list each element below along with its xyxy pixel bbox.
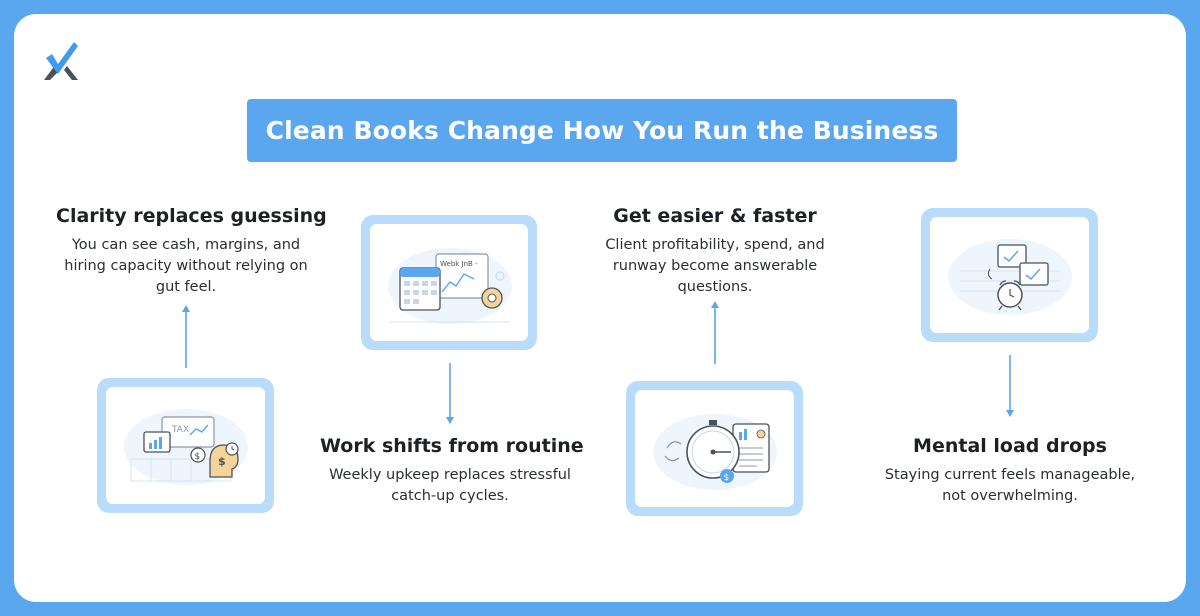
- benefit-heading: Mental load drops: [913, 435, 1107, 457]
- svg-text:$: $: [195, 452, 201, 462]
- arrow-up-icon: [179, 304, 193, 368]
- benefit-easier-faster: Get easier & faster Client profitability…: [585, 205, 845, 298]
- svg-text:$: $: [218, 455, 226, 468]
- benefit-description: Client profitability, spend, and runway …: [605, 237, 825, 295]
- illustration-stopwatch-report: $: [626, 381, 803, 516]
- arrow-down-icon: [443, 363, 457, 425]
- benefit-description: Staying current feels manageable, not ov…: [884, 467, 1136, 504]
- illustration-tax-report: TAX $ $: [97, 378, 274, 513]
- benefit-mental-load: Mental load drops Staying current feels …: [880, 435, 1140, 507]
- benefit-heading: Clarity replaces guessing: [56, 205, 327, 227]
- illustration-calendar-chart: Webk JnB -: [361, 215, 537, 350]
- benefit-description: Weekly upkeep replaces stressful catch-u…: [329, 467, 571, 504]
- benefit-heading: Get easier & faster: [613, 205, 817, 227]
- alarm-checklist-icon: [948, 239, 1072, 315]
- brand-logo-icon: [42, 40, 78, 84]
- page-title: Clean Books Change How You Run the Busin…: [247, 99, 957, 162]
- illustration-alarm-checklist: [921, 208, 1098, 342]
- svg-text:$: $: [724, 473, 730, 483]
- benefit-heading: Work shifts from routine: [320, 435, 584, 457]
- stopwatch-report-icon: $: [653, 414, 777, 490]
- tax-label: TAX: [171, 425, 189, 435]
- benefit-description: You can see cash, margins, and hiring ca…: [64, 237, 308, 295]
- calendar-chart-icon: Webk JnB -: [388, 248, 512, 324]
- arrow-up-icon: [708, 300, 722, 364]
- web-label: Webk JnB -: [440, 260, 478, 268]
- tax-report-icon: TAX $ $: [124, 409, 248, 485]
- arrow-down-icon: [1003, 355, 1017, 418]
- benefit-clarity: Clarity replaces guessing You can see ca…: [56, 205, 327, 298]
- benefit-work-shifts: Work shifts from routine Weekly upkeep r…: [320, 435, 584, 507]
